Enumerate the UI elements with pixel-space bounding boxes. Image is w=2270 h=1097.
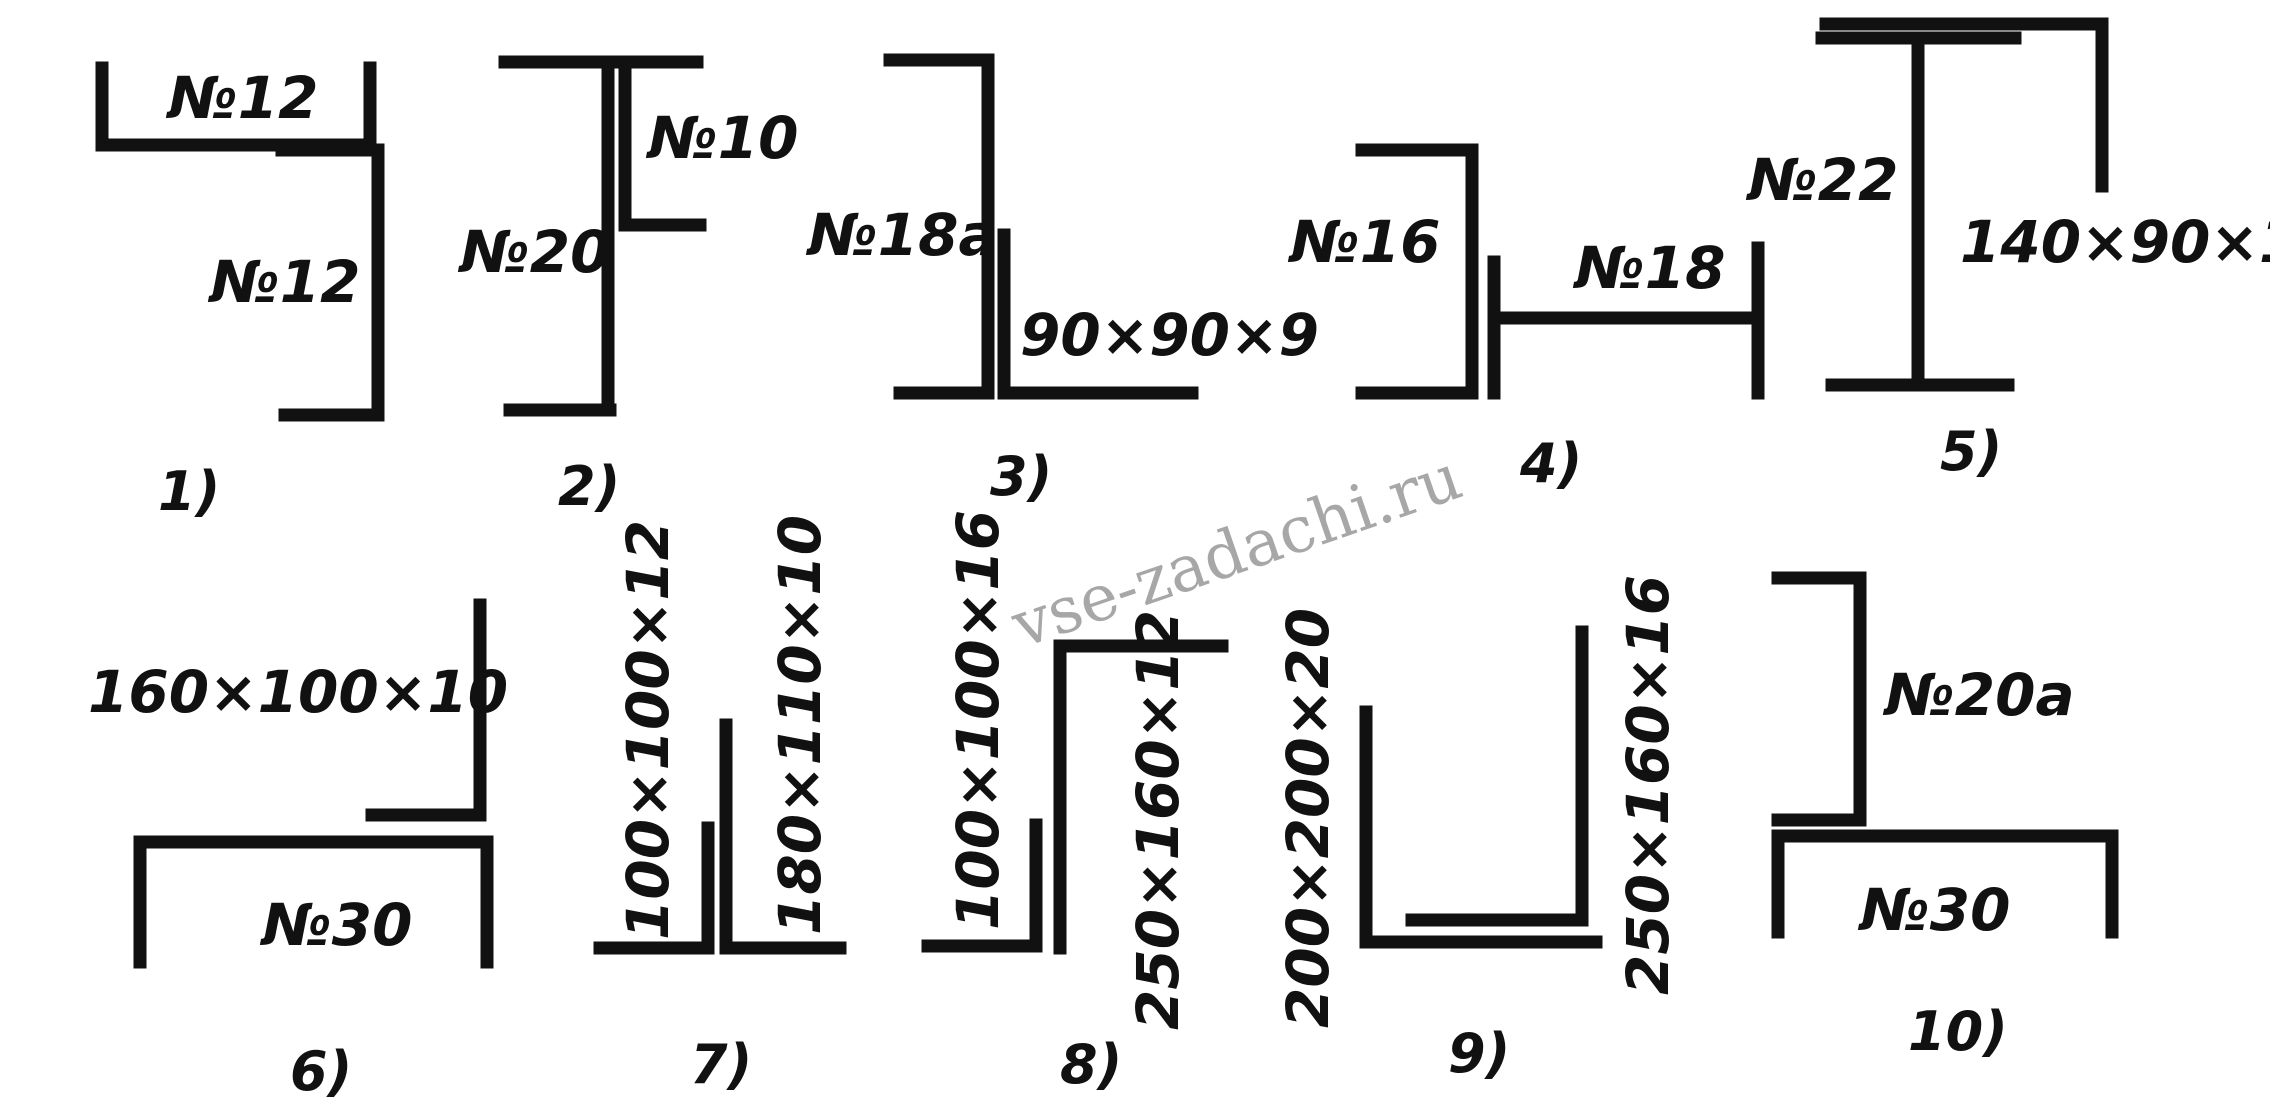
label-angle-small: 100×100×16 [944, 510, 1012, 930]
figure-number: 8) [1060, 1033, 1122, 1096]
angle-right [719, 718, 847, 955]
figure-number: 10) [1908, 1000, 2008, 1063]
channel [1355, 143, 1479, 400]
figure-number: 7) [690, 1033, 752, 1096]
channel [618, 61, 707, 232]
angle-left [593, 821, 715, 955]
angle [365, 598, 487, 822]
label-angle: 160×100×10 [88, 658, 508, 726]
label-channel-top: №12 [165, 64, 319, 132]
figure-number: 4) [1519, 432, 1582, 495]
figure-number: 1) [158, 460, 220, 523]
label-angle-right: 180×110×10 [766, 515, 834, 935]
channel-top [95, 61, 377, 152]
label-angle-left: 100×100×12 [614, 520, 682, 940]
figure-10: №20a №30 10) [1771, 571, 2119, 1063]
figure-6: 160×100×10 №30 6) [88, 598, 508, 1097]
figure-3: №18a 90×90×9 3) [805, 53, 1319, 508]
figure-4: №16 №18 4) [1287, 143, 1765, 495]
label-i-beam: №18 [1572, 234, 1726, 302]
label-channel-right: №12 [207, 248, 361, 316]
label-angle: 140×90×10 [1960, 208, 2270, 276]
angle-small [921, 818, 1043, 953]
channel [133, 835, 494, 969]
channel-right [275, 143, 385, 422]
angle-inner [1405, 625, 1589, 927]
figure-number: 9) [1448, 1022, 1510, 1085]
label-channel-top: №20a [1882, 661, 2075, 729]
angle [1819, 17, 2109, 193]
label-i-beam: №22 [1745, 146, 1899, 214]
figure-number: 3) [990, 445, 1052, 508]
angle [997, 228, 1199, 400]
label-angle-inner: 250×160×16 [1614, 575, 1682, 995]
figure-number: 6) [290, 1040, 352, 1097]
figure-5: №22 140×90×10 5) [1745, 17, 2270, 483]
figure-1: №12 №12 1) [95, 61, 385, 523]
figure-2: №10 №20 2) [457, 55, 799, 518]
label-channel: №30 [259, 891, 413, 959]
label-i-beam: №20 [457, 218, 611, 286]
label-channel: №16 [1287, 208, 1441, 276]
channel-bottom [1771, 829, 2119, 939]
channel [883, 53, 995, 400]
figure-number: 2) [558, 455, 620, 518]
figure-7: 100×100×12 180×110×10 7) [593, 515, 847, 1096]
label-channel-bottom: №30 [1857, 876, 2011, 944]
label-angle-large: 250×160×12 [1124, 610, 1192, 1030]
label-channel: №10 [645, 104, 799, 172]
angle-outer [1359, 705, 1603, 949]
figure-9: 200×200×20 250×160×16 9) [1274, 575, 1682, 1085]
channel-top [1771, 571, 1867, 827]
label-angle: 90×90×9 [1020, 301, 1319, 369]
label-channel: №18a [805, 201, 998, 269]
figure-8: 100×100×16 250×160×12 8) [921, 510, 1229, 1096]
watermark: vse-zadachi.ru [1002, 440, 1471, 663]
label-angle-outer: 200×200×20 [1274, 608, 1342, 1028]
angle-large [1053, 639, 1229, 955]
figure-number: 5) [1940, 420, 2002, 483]
